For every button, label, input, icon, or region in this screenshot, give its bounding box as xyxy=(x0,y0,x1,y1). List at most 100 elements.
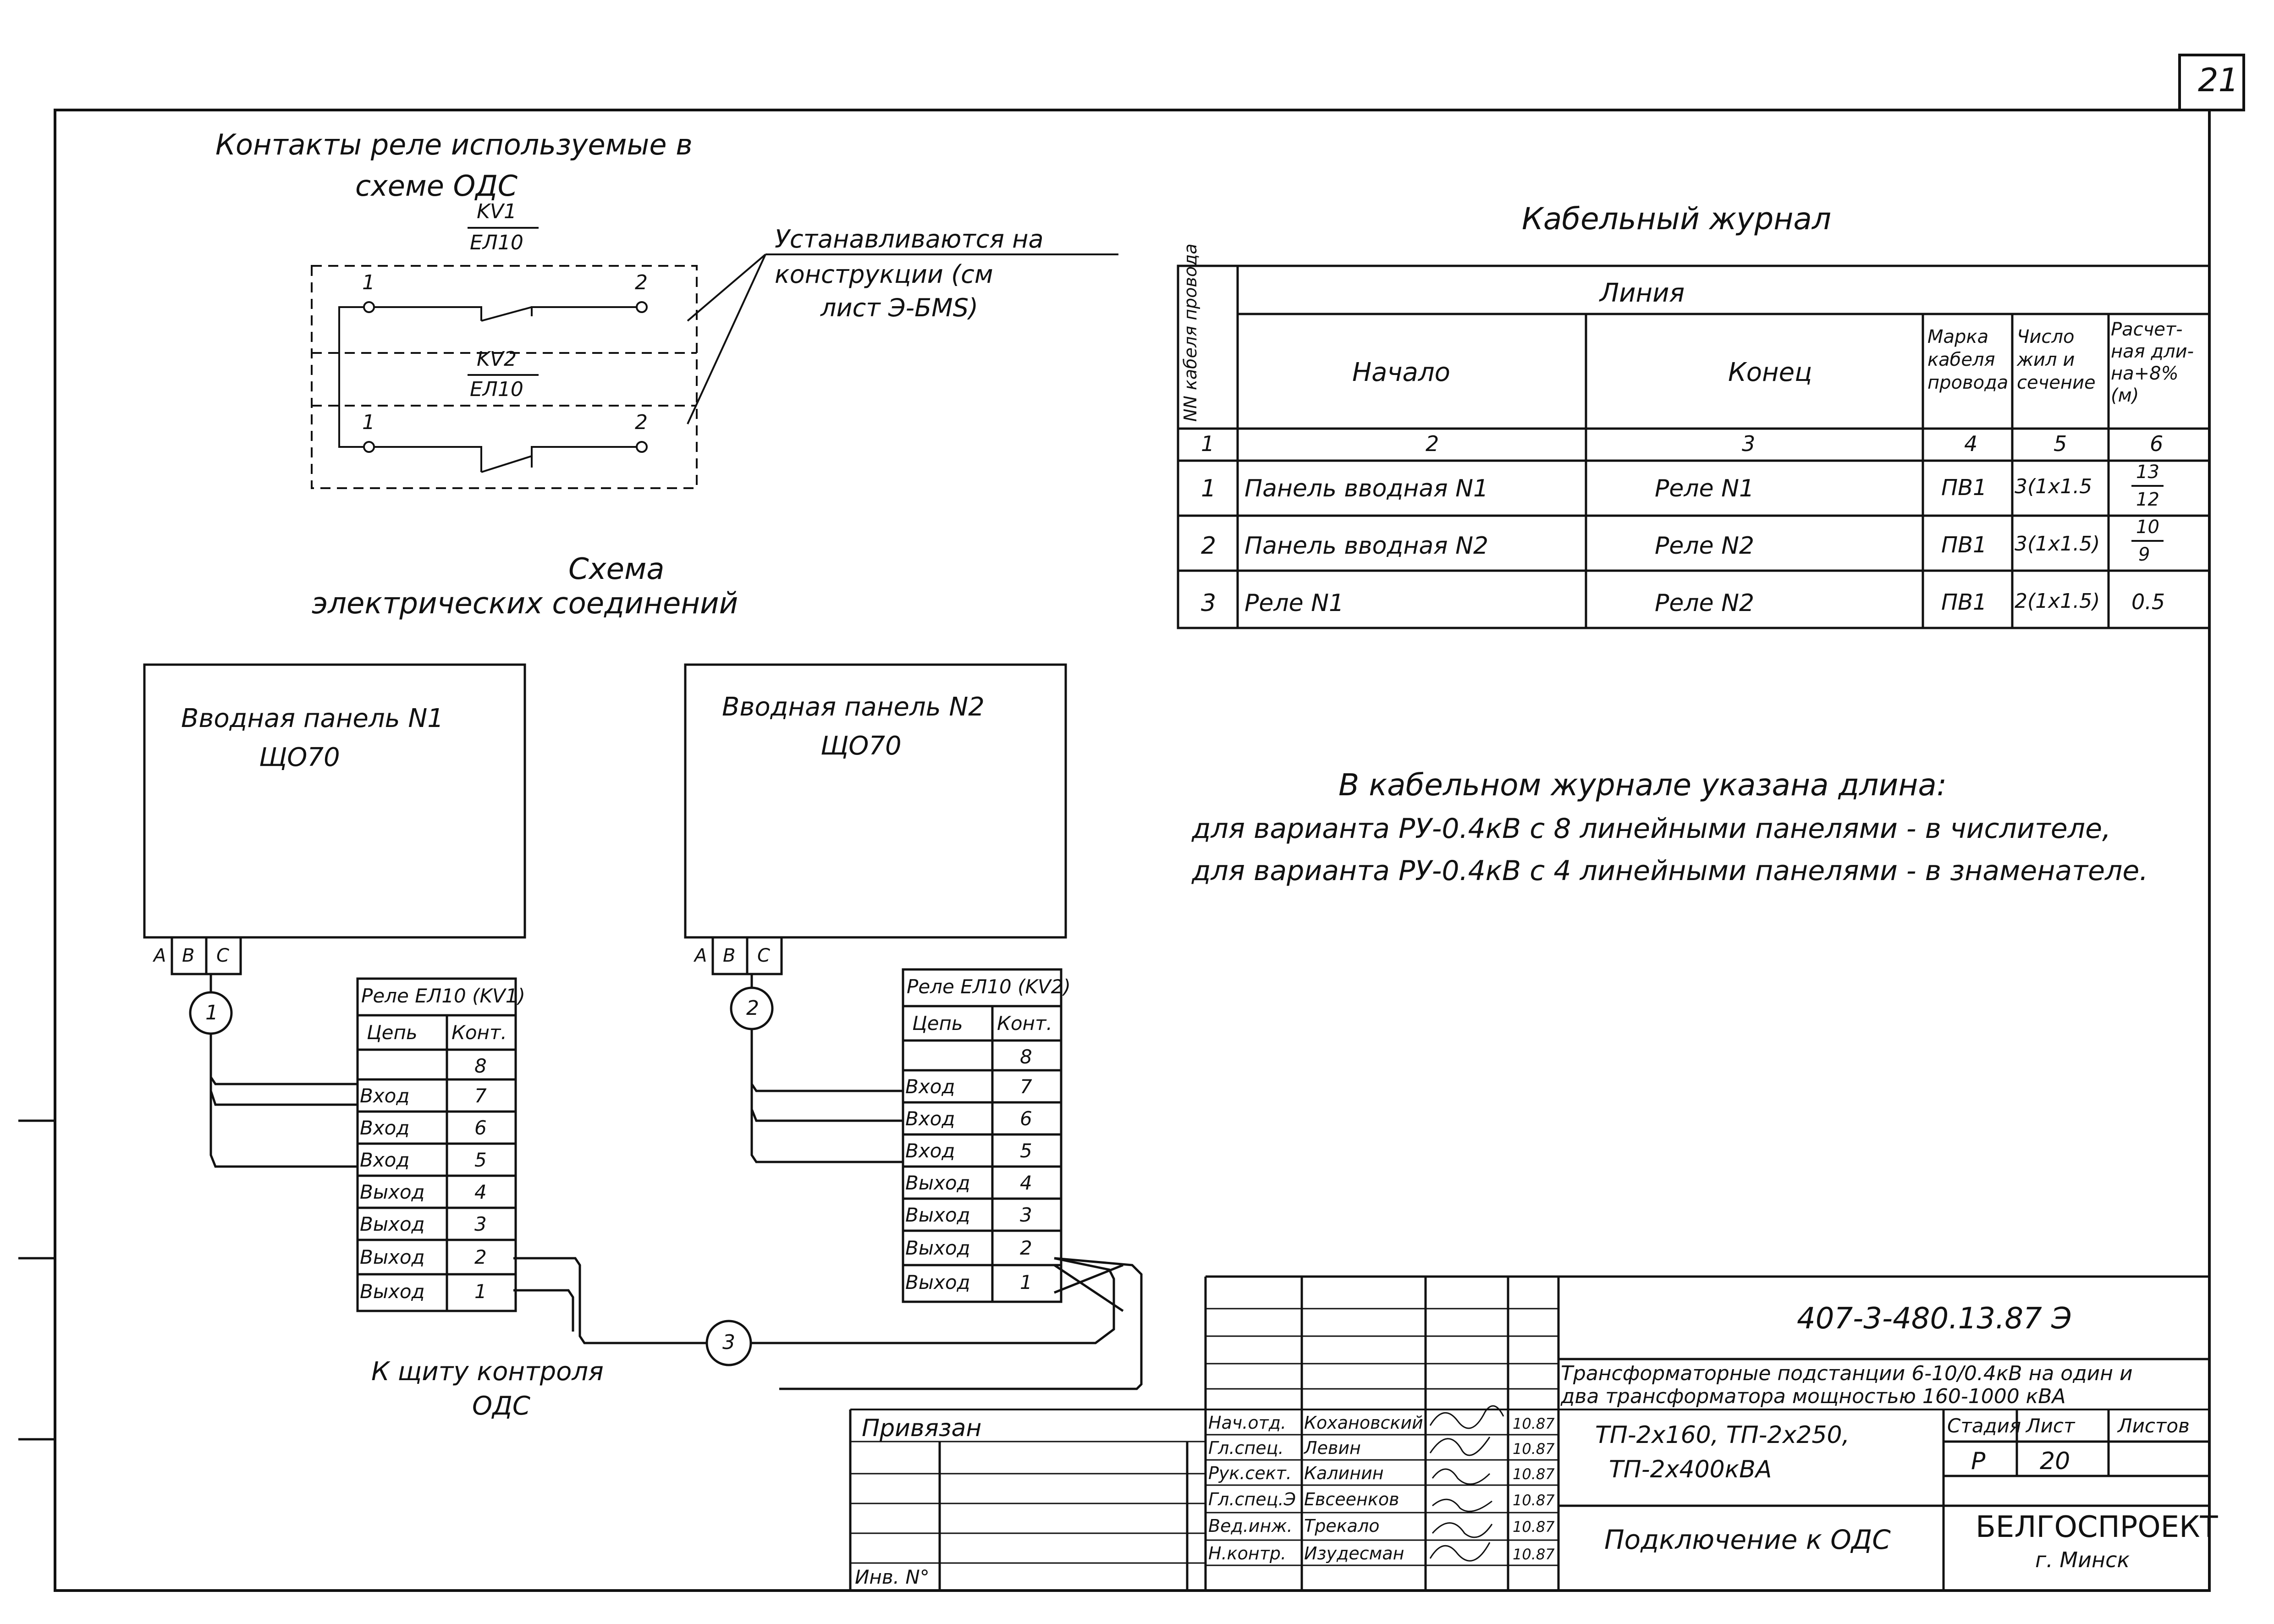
relay1-circuit-1: Выход xyxy=(360,1280,425,1303)
sheet-frame xyxy=(54,109,2211,1592)
staff-role-6: Н.контр. xyxy=(1208,1543,1287,1563)
staff-role-2: Гл.спец. xyxy=(1208,1438,1284,1458)
panel1-phase-c: C xyxy=(216,945,229,966)
note-line-2: для варианта РУ-0.4кВ с 8 линейными пане… xyxy=(1192,813,2111,845)
relay1-col-circuit: Цепь xyxy=(367,1021,418,1044)
staff-date-6: 10.87 xyxy=(1513,1546,1555,1563)
kv2-terminal-2: 2 xyxy=(635,411,648,434)
staff-date-5: 10.87 xyxy=(1513,1518,1555,1536)
relay1-contact-8: 8 xyxy=(474,1055,487,1077)
row3-mark: ПВ1 xyxy=(1941,589,1987,615)
row1-start: Панель вводная N1 xyxy=(1244,475,1489,502)
mounting-note-1: Устанавливаются на xyxy=(775,225,1044,253)
to-control-panel-2: ОДС xyxy=(472,1391,530,1421)
page-number-box xyxy=(2178,54,2245,111)
relay2-circuit-4: Выход xyxy=(905,1172,970,1194)
kv1-type: ЕЛ10 xyxy=(470,231,523,254)
relay2-circuit-1: Выход xyxy=(905,1271,970,1294)
relay1-circuit-3: Выход xyxy=(360,1213,425,1235)
col-num-2: 2 xyxy=(1426,431,1439,456)
relay2-contact-6: 6 xyxy=(1020,1107,1032,1130)
relay-contacts-title-2: схеме ОДС xyxy=(355,169,518,203)
row3-no: 3 xyxy=(1201,589,1217,617)
row1-mark: ПВ1 xyxy=(1941,475,1987,501)
relay1-contact-5: 5 xyxy=(474,1149,487,1171)
relay2-contact-1: 1 xyxy=(1020,1271,1032,1294)
relay1-contact-6: 6 xyxy=(474,1117,487,1139)
relay1-contact-4: 4 xyxy=(474,1181,487,1203)
staff-name-6: Изудесман xyxy=(1304,1543,1404,1563)
sheets-label: Листов xyxy=(2118,1415,2190,1437)
sheet-value: 20 xyxy=(2040,1448,2070,1475)
staff-name-4: Евсеенков xyxy=(1304,1489,1399,1509)
relay1-circuit-6: Вход xyxy=(360,1117,410,1139)
col-num-1: 1 xyxy=(1201,431,1215,456)
kv1-terminal-2: 2 xyxy=(635,271,648,294)
row2-end: Реле N2 xyxy=(1655,532,1755,560)
relay2-circuit-2: Выход xyxy=(905,1237,970,1259)
panel2-name: Вводная панель N2 xyxy=(722,692,985,722)
relay1-contact-1: 1 xyxy=(474,1280,487,1303)
relay2-contact-7: 7 xyxy=(1020,1075,1032,1098)
relay-tables xyxy=(356,968,1063,1312)
panel1-phase-a: A xyxy=(154,945,166,966)
relay1-circuit-2: Выход xyxy=(360,1246,425,1268)
to-control-panel-1: К щиту контроля xyxy=(371,1357,604,1387)
page-number: 21 xyxy=(2198,61,2239,99)
bound-label: Привязан xyxy=(862,1415,982,1442)
col-end: Конец xyxy=(1728,358,1812,387)
types-line-2: ТП-2x400кВА xyxy=(1609,1456,1772,1483)
note-line-1: В кабельном журнале указана длина: xyxy=(1338,767,1947,803)
inv-label: Инв. N° xyxy=(855,1566,930,1588)
relay1-title: Реле ЕЛ10 (KV1) xyxy=(361,985,525,1007)
staff-date-4: 10.87 xyxy=(1513,1492,1555,1509)
row1-cores: 3(1x1.5 xyxy=(2015,475,2092,498)
relay2-circuit-5: Вход xyxy=(905,1140,955,1162)
col-start: Начало xyxy=(1352,358,1450,387)
row2-mark: ПВ1 xyxy=(1941,532,1987,558)
sheet-label: Лист xyxy=(2026,1415,2075,1437)
cable-journal-table xyxy=(1177,264,2211,629)
row1-end: Реле N1 xyxy=(1655,475,1755,502)
relay2-circuit-6: Вход xyxy=(905,1107,955,1130)
relay2-contact-4: 4 xyxy=(1020,1172,1032,1194)
mounting-note-3: лист Э-БМS) xyxy=(820,293,979,322)
row2-no: 2 xyxy=(1201,532,1217,560)
designation: 407-3-480.13.87 Э xyxy=(1797,1302,2072,1336)
col-cable-no: NN кабеля провода xyxy=(1180,243,1200,422)
city: г. Минск xyxy=(2035,1547,2130,1572)
staff-date-1: 10.87 xyxy=(1513,1415,1555,1432)
panel2-type: ЩО70 xyxy=(820,731,902,761)
row1-length-num: 13 xyxy=(2136,462,2159,483)
row2-cores: 3(1x1.5) xyxy=(2015,532,2100,556)
relay2-circuit-3: Выход xyxy=(905,1204,970,1226)
relay2-col-circuit: Цепь xyxy=(912,1012,963,1035)
stage-label: Стадия xyxy=(1947,1415,2021,1437)
input-panels xyxy=(143,663,1143,1390)
kv1-name: KV1 xyxy=(477,200,517,223)
staff-date-2: 10.87 xyxy=(1513,1440,1555,1458)
cable2-label: 2 xyxy=(746,996,759,1020)
relay2-circuit-7: Вход xyxy=(905,1075,955,1098)
staff-date-3: 10.87 xyxy=(1513,1465,1555,1483)
relay1-contact-3: 3 xyxy=(474,1213,487,1235)
kv2-name: KV2 xyxy=(477,347,517,371)
col-num-6: 6 xyxy=(2150,431,2164,456)
panel1-type: ЩО70 xyxy=(259,743,340,772)
diagram-title-2: электрических соединений xyxy=(312,587,738,621)
kv2-terminal-1: 1 xyxy=(362,411,375,434)
mounting-note-2: конструкции (см xyxy=(775,260,993,289)
kv2-type: ЕЛ10 xyxy=(470,378,523,401)
relay2-contact-2: 2 xyxy=(1020,1237,1032,1259)
project-line-1: Трансформаторные подстанции 6-10/0.4кВ н… xyxy=(1561,1362,2133,1385)
row3-length: 0.5 xyxy=(2131,589,2165,614)
staff-role-4: Гл.спец.Э xyxy=(1208,1489,1296,1509)
row1-length-den: 12 xyxy=(2136,489,2159,510)
row3-end: Реле N2 xyxy=(1655,589,1755,617)
staff-role-3: Рук.сект. xyxy=(1208,1463,1292,1483)
organization: БЕЛГОСПРОЕКТ xyxy=(1976,1510,2218,1544)
relay2-contact-3: 3 xyxy=(1020,1204,1032,1226)
panel2-phase-a: A xyxy=(694,945,707,966)
